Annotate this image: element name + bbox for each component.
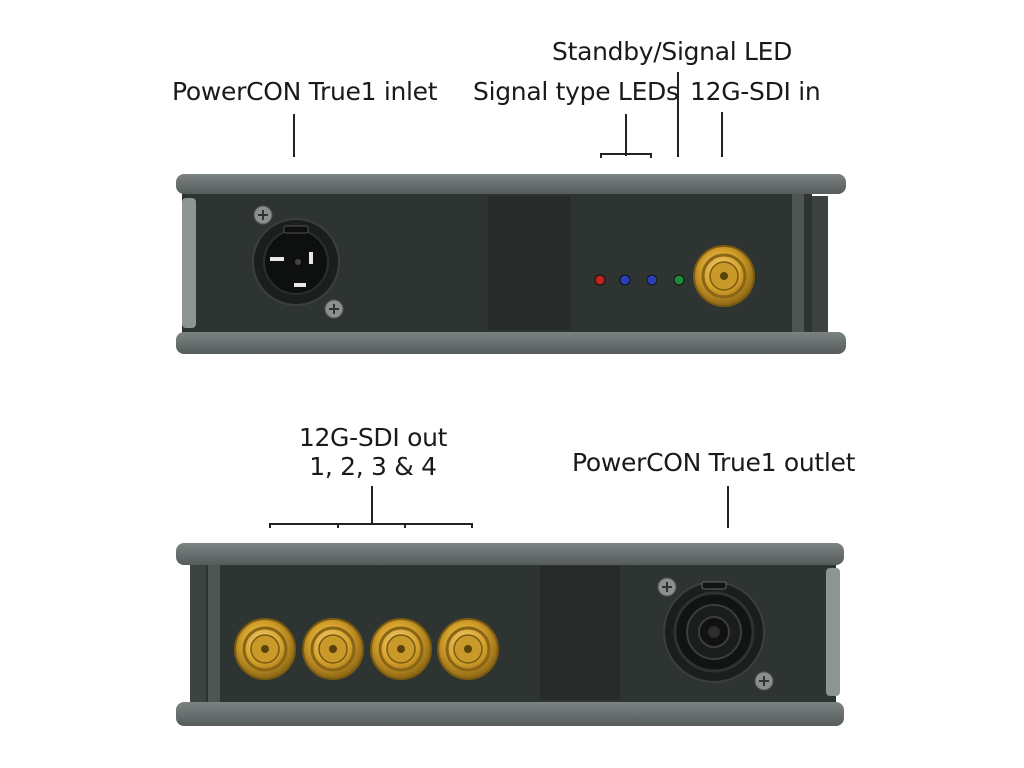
label-powercon-inlet: PowerCON True1 inlet: [172, 77, 438, 106]
label-sdi-out-line1: 12G-SDI out: [298, 423, 448, 452]
led-blue: [619, 274, 631, 286]
top-panel-lower-rail: [176, 332, 846, 354]
sdi-out-2-bnc-connector: [302, 618, 364, 680]
signal-leds: [594, 274, 685, 286]
callout-lines-top: [293, 72, 723, 158]
led-red: [594, 274, 606, 286]
sdi-in-bnc-connector: [693, 245, 755, 307]
device-top-panel: [176, 174, 846, 354]
label-signal-type-leds: Signal type LEDs: [473, 77, 679, 106]
bottom-panel-recess: [540, 566, 620, 700]
top-panel-recess: [488, 196, 570, 330]
top-right-edge: [812, 196, 828, 334]
callout-sdi-out-bracket: [269, 523, 473, 528]
label-standby-signal-led: Standby/Signal LED: [552, 37, 793, 66]
top-right-bracket: [792, 192, 804, 338]
sdi-out-3-bnc-connector: [370, 618, 432, 680]
screw-icon: [253, 205, 273, 225]
screw-icon: [324, 299, 344, 319]
device-bottom-panel: [176, 543, 844, 726]
label-sdi-out: 12G-SDI out 1, 2, 3 & 4: [298, 423, 448, 482]
led-blue: [646, 274, 658, 286]
callout-signal-type-bracket: [600, 153, 652, 158]
powercon-inlet-connector: [252, 205, 344, 319]
sdi-out-1-bnc-connector: [234, 618, 296, 680]
led-green: [673, 274, 685, 286]
screw-icon: [754, 671, 774, 691]
powercon-outlet-connector: [657, 577, 774, 691]
bottom-left-edge: [190, 564, 206, 702]
callout-lines-bottom: [269, 486, 729, 528]
screw-icon: [657, 577, 677, 597]
bottom-right-endcap: [826, 568, 840, 696]
label-sdi-in: 12G-SDI in: [690, 77, 821, 106]
label-powercon-outlet: PowerCON True1 outlet: [572, 448, 856, 477]
bottom-panel-upper-rail: [176, 543, 844, 565]
sdi-out-4-bnc-connector: [437, 618, 499, 680]
label-sdi-out-line2: 1, 2, 3 & 4: [309, 451, 437, 481]
sdi-out-connectors: [234, 618, 499, 680]
top-left-endcap: [182, 198, 196, 328]
bottom-left-bracket: [208, 560, 220, 706]
top-panel-upper-rail: [176, 174, 846, 194]
bottom-panel-lower-rail: [176, 702, 844, 726]
